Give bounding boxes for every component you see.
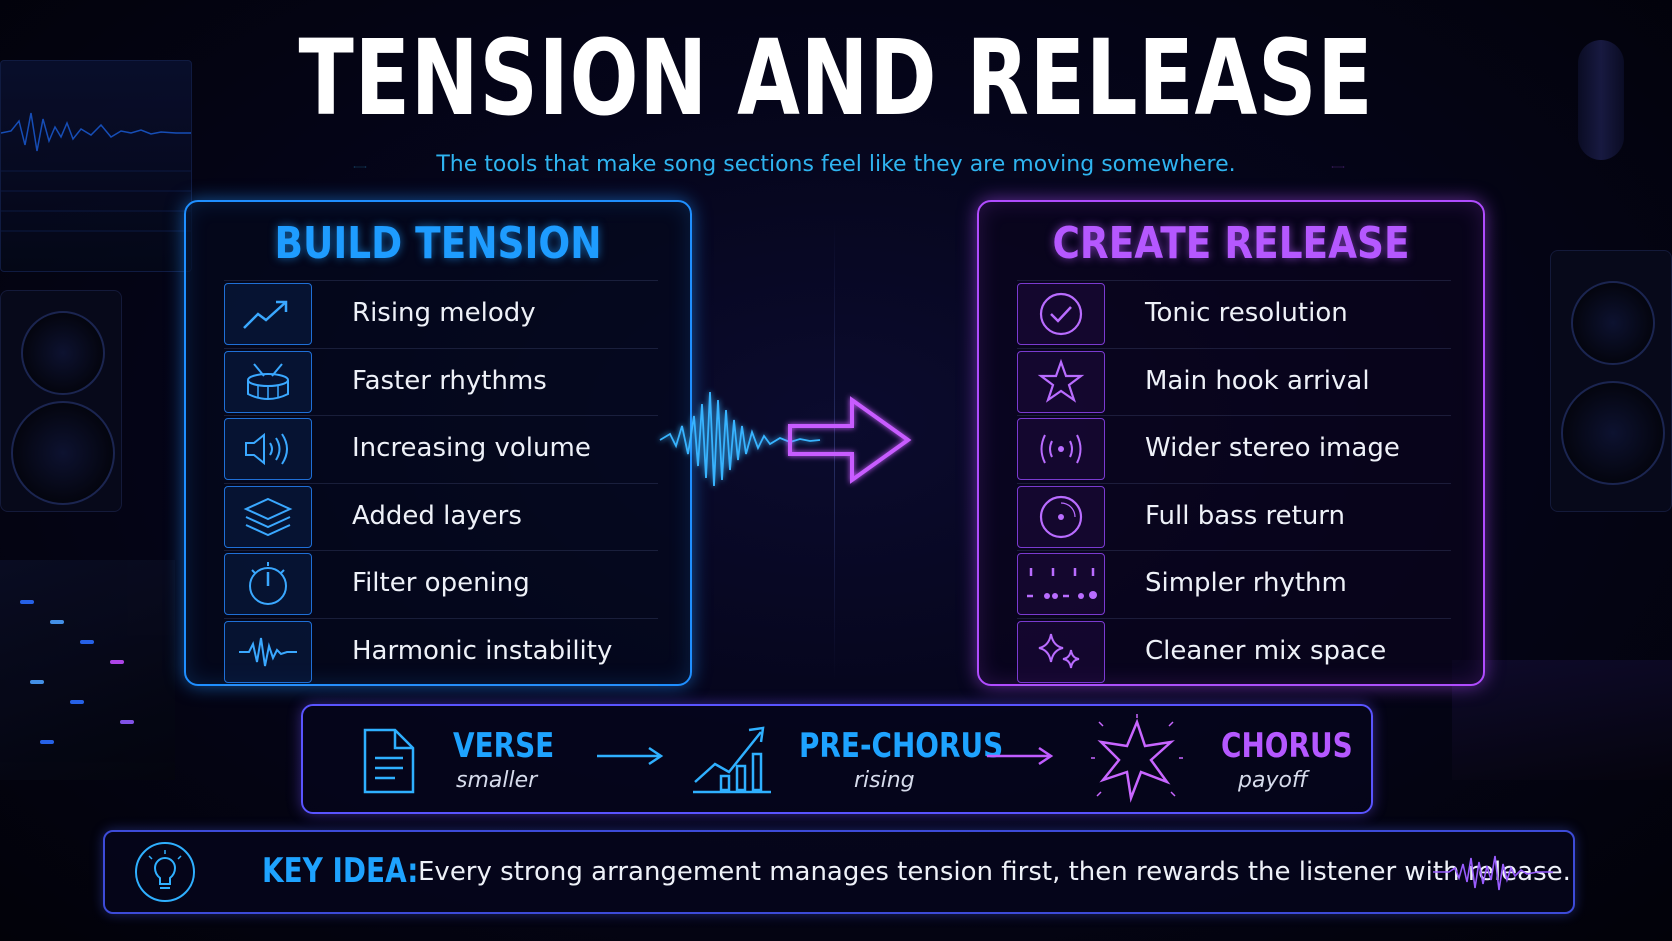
release-item-label: Simpler rhythm: [1145, 568, 1347, 598]
background-keyboard: [1452, 660, 1672, 780]
lightbulb-icon: [135, 842, 195, 902]
build-item-label: Harmonic instability: [352, 635, 613, 666]
rhythm-dots-icon: [1017, 553, 1105, 615]
release-item-label: Main hook arrival: [1145, 365, 1370, 396]
stereo-waves-icon: [1017, 418, 1105, 480]
create-release-heading: CREATE RELEASE: [1052, 218, 1410, 269]
center-divider: [834, 220, 835, 680]
burst-star-icon: [1091, 714, 1183, 803]
layers-icon: [224, 485, 312, 548]
stage-chorus-sub: payoff: [1238, 768, 1308, 793]
document-icon: [363, 728, 415, 794]
background-microphone-icon: [1578, 40, 1624, 160]
build-item-filter-opening: Filter opening: [224, 551, 658, 619]
build-item-label: Filter opening: [352, 568, 530, 598]
release-item-wider-stereo-image: Wider stereo image: [1017, 416, 1451, 484]
build-tension-heading: BUILD TENSION: [274, 218, 602, 269]
release-item-cleaner-mix-space: Cleaner mix space: [1017, 619, 1451, 686]
build-item-label: Added layers: [352, 500, 522, 531]
build-item-label: Rising melody: [352, 298, 536, 328]
vinyl-disc-icon: [1017, 485, 1105, 548]
build-item-label: Increasing volume: [352, 433, 591, 463]
release-item-label: Tonic resolution: [1145, 298, 1348, 328]
release-item-full-bass-return: Full bass return: [1017, 484, 1451, 551]
stage-verse-sub: smaller: [456, 768, 538, 793]
build-item-harmonic-instability: Harmonic instability: [224, 619, 658, 686]
arrow-right-icon: [597, 746, 664, 766]
background-speaker-right: [1550, 250, 1672, 512]
rising-line-chart-icon: [224, 283, 312, 345]
song-progression-bar: VERSE smaller PRE-CHORUS rising CHORUS p…: [301, 704, 1373, 814]
stage-prechorus-title: PRE-CHORUS: [799, 726, 1004, 766]
arrow-right-icon: [987, 746, 1054, 766]
sparkles-icon: [1017, 620, 1105, 683]
star-icon: [1017, 350, 1105, 413]
release-item-main-hook-arrival: Main hook arrival: [1017, 349, 1451, 416]
release-item-label: Cleaner mix space: [1145, 635, 1387, 666]
key-idea-waveform-icon: [1433, 855, 1553, 891]
subtitle-deco-left-icon: [353, 166, 367, 168]
build-tension-panel: BUILD TENSION Rising melody Faster rhyth…: [184, 200, 692, 686]
background-mixer: [0, 560, 175, 780]
build-item-label: Faster rhythms: [352, 365, 547, 396]
build-item-increasing-volume: Increasing volume: [224, 416, 658, 484]
stage-prechorus-sub: rising: [854, 768, 915, 793]
background-waveform-icon: [0, 112, 191, 232]
stage-chorus-title: CHORUS: [1221, 726, 1353, 766]
build-item-rising-melody: Rising melody: [224, 280, 658, 349]
release-item-simpler-rhythm: Simpler rhythm: [1017, 551, 1451, 619]
release-item-label: Wider stereo image: [1145, 433, 1400, 463]
background-speaker-left: [0, 290, 122, 512]
waveform-icon: [224, 620, 312, 683]
build-item-faster-rhythms: Faster rhythms: [224, 349, 658, 416]
build-item-added-layers: Added layers: [224, 484, 658, 551]
speaker-volume-icon: [224, 418, 312, 480]
create-release-panel: CREATE RELEASE Tonic resolution Main hoo…: [977, 200, 1485, 686]
release-item-label: Full bass return: [1145, 500, 1346, 531]
center-waveform-arrow-icon: [640, 391, 912, 487]
key-idea-label: KEY IDEA:: [262, 851, 419, 891]
page-subtitle: The tools that make song sections feel l…: [436, 152, 1236, 177]
page-title: TENSION AND RELEASE: [298, 17, 1374, 139]
check-circle-icon: [1017, 283, 1105, 345]
key-idea-text: Every strong arrangement manages tension…: [418, 857, 1571, 887]
drum-icon: [224, 350, 312, 413]
key-idea-banner: KEY IDEA: Every strong arrangement manag…: [103, 830, 1575, 914]
release-item-tonic-resolution: Tonic resolution: [1017, 280, 1451, 349]
subtitle-deco-right-icon: [1331, 166, 1345, 168]
stage-verse-title: VERSE: [453, 726, 555, 766]
background-monitor: [0, 60, 192, 272]
dial-knob-icon: [224, 553, 312, 615]
rising-bars-icon: [693, 726, 771, 794]
